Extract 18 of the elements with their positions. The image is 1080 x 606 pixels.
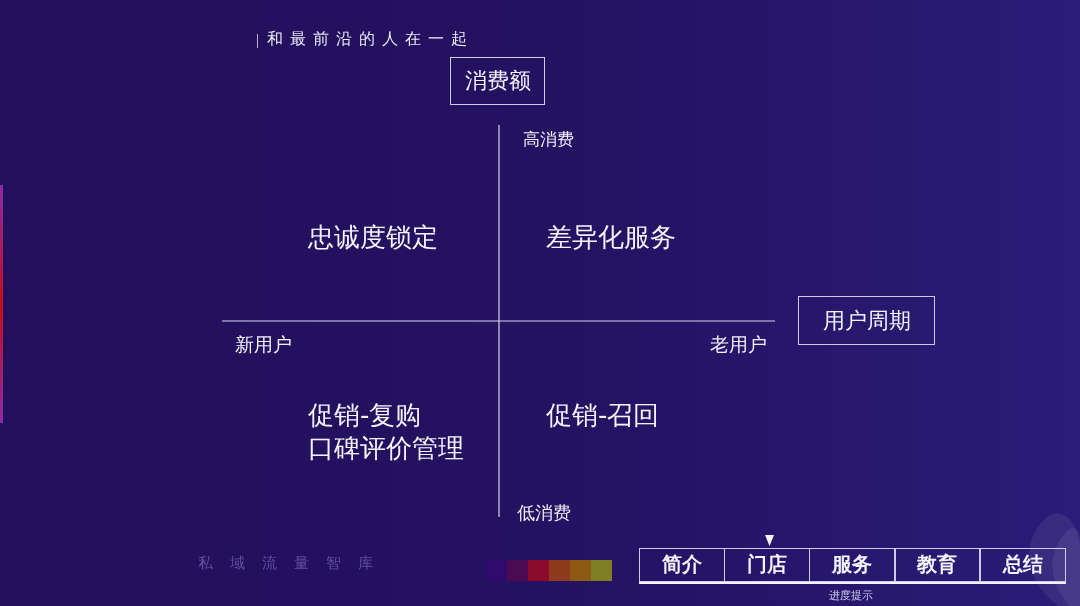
quadrant-label: 差异化服务 — [546, 223, 676, 253]
caption-text: 进度提示 — [829, 590, 873, 603]
nav-tab: 总结 — [979, 547, 1066, 582]
axis-end-label: 老用户 — [710, 334, 767, 356]
quadrant-label: 口碑评价管理 — [308, 434, 464, 464]
axis-title-box: 消费额 — [450, 57, 545, 105]
axis-title-box: 用户周期 — [798, 296, 935, 345]
nav-tab: 服务 — [808, 547, 896, 582]
nav-bar — [639, 548, 1066, 584]
slogan: 和最前沿的人在一起 — [267, 30, 474, 49]
axis-end-label: 新用户 — [235, 334, 292, 356]
axis-end-label: 低消费 — [517, 503, 571, 524]
quadrant-label: 促销-召回 — [546, 401, 660, 431]
quadrant-label: 促销-复购 — [308, 401, 422, 431]
quadrant-label: 忠诚度锁定 — [308, 223, 438, 253]
axis-end-label: 高消费 — [523, 130, 574, 150]
nav-tab: 教育 — [894, 547, 981, 582]
tagline: 私域流量智库 — [198, 555, 390, 573]
